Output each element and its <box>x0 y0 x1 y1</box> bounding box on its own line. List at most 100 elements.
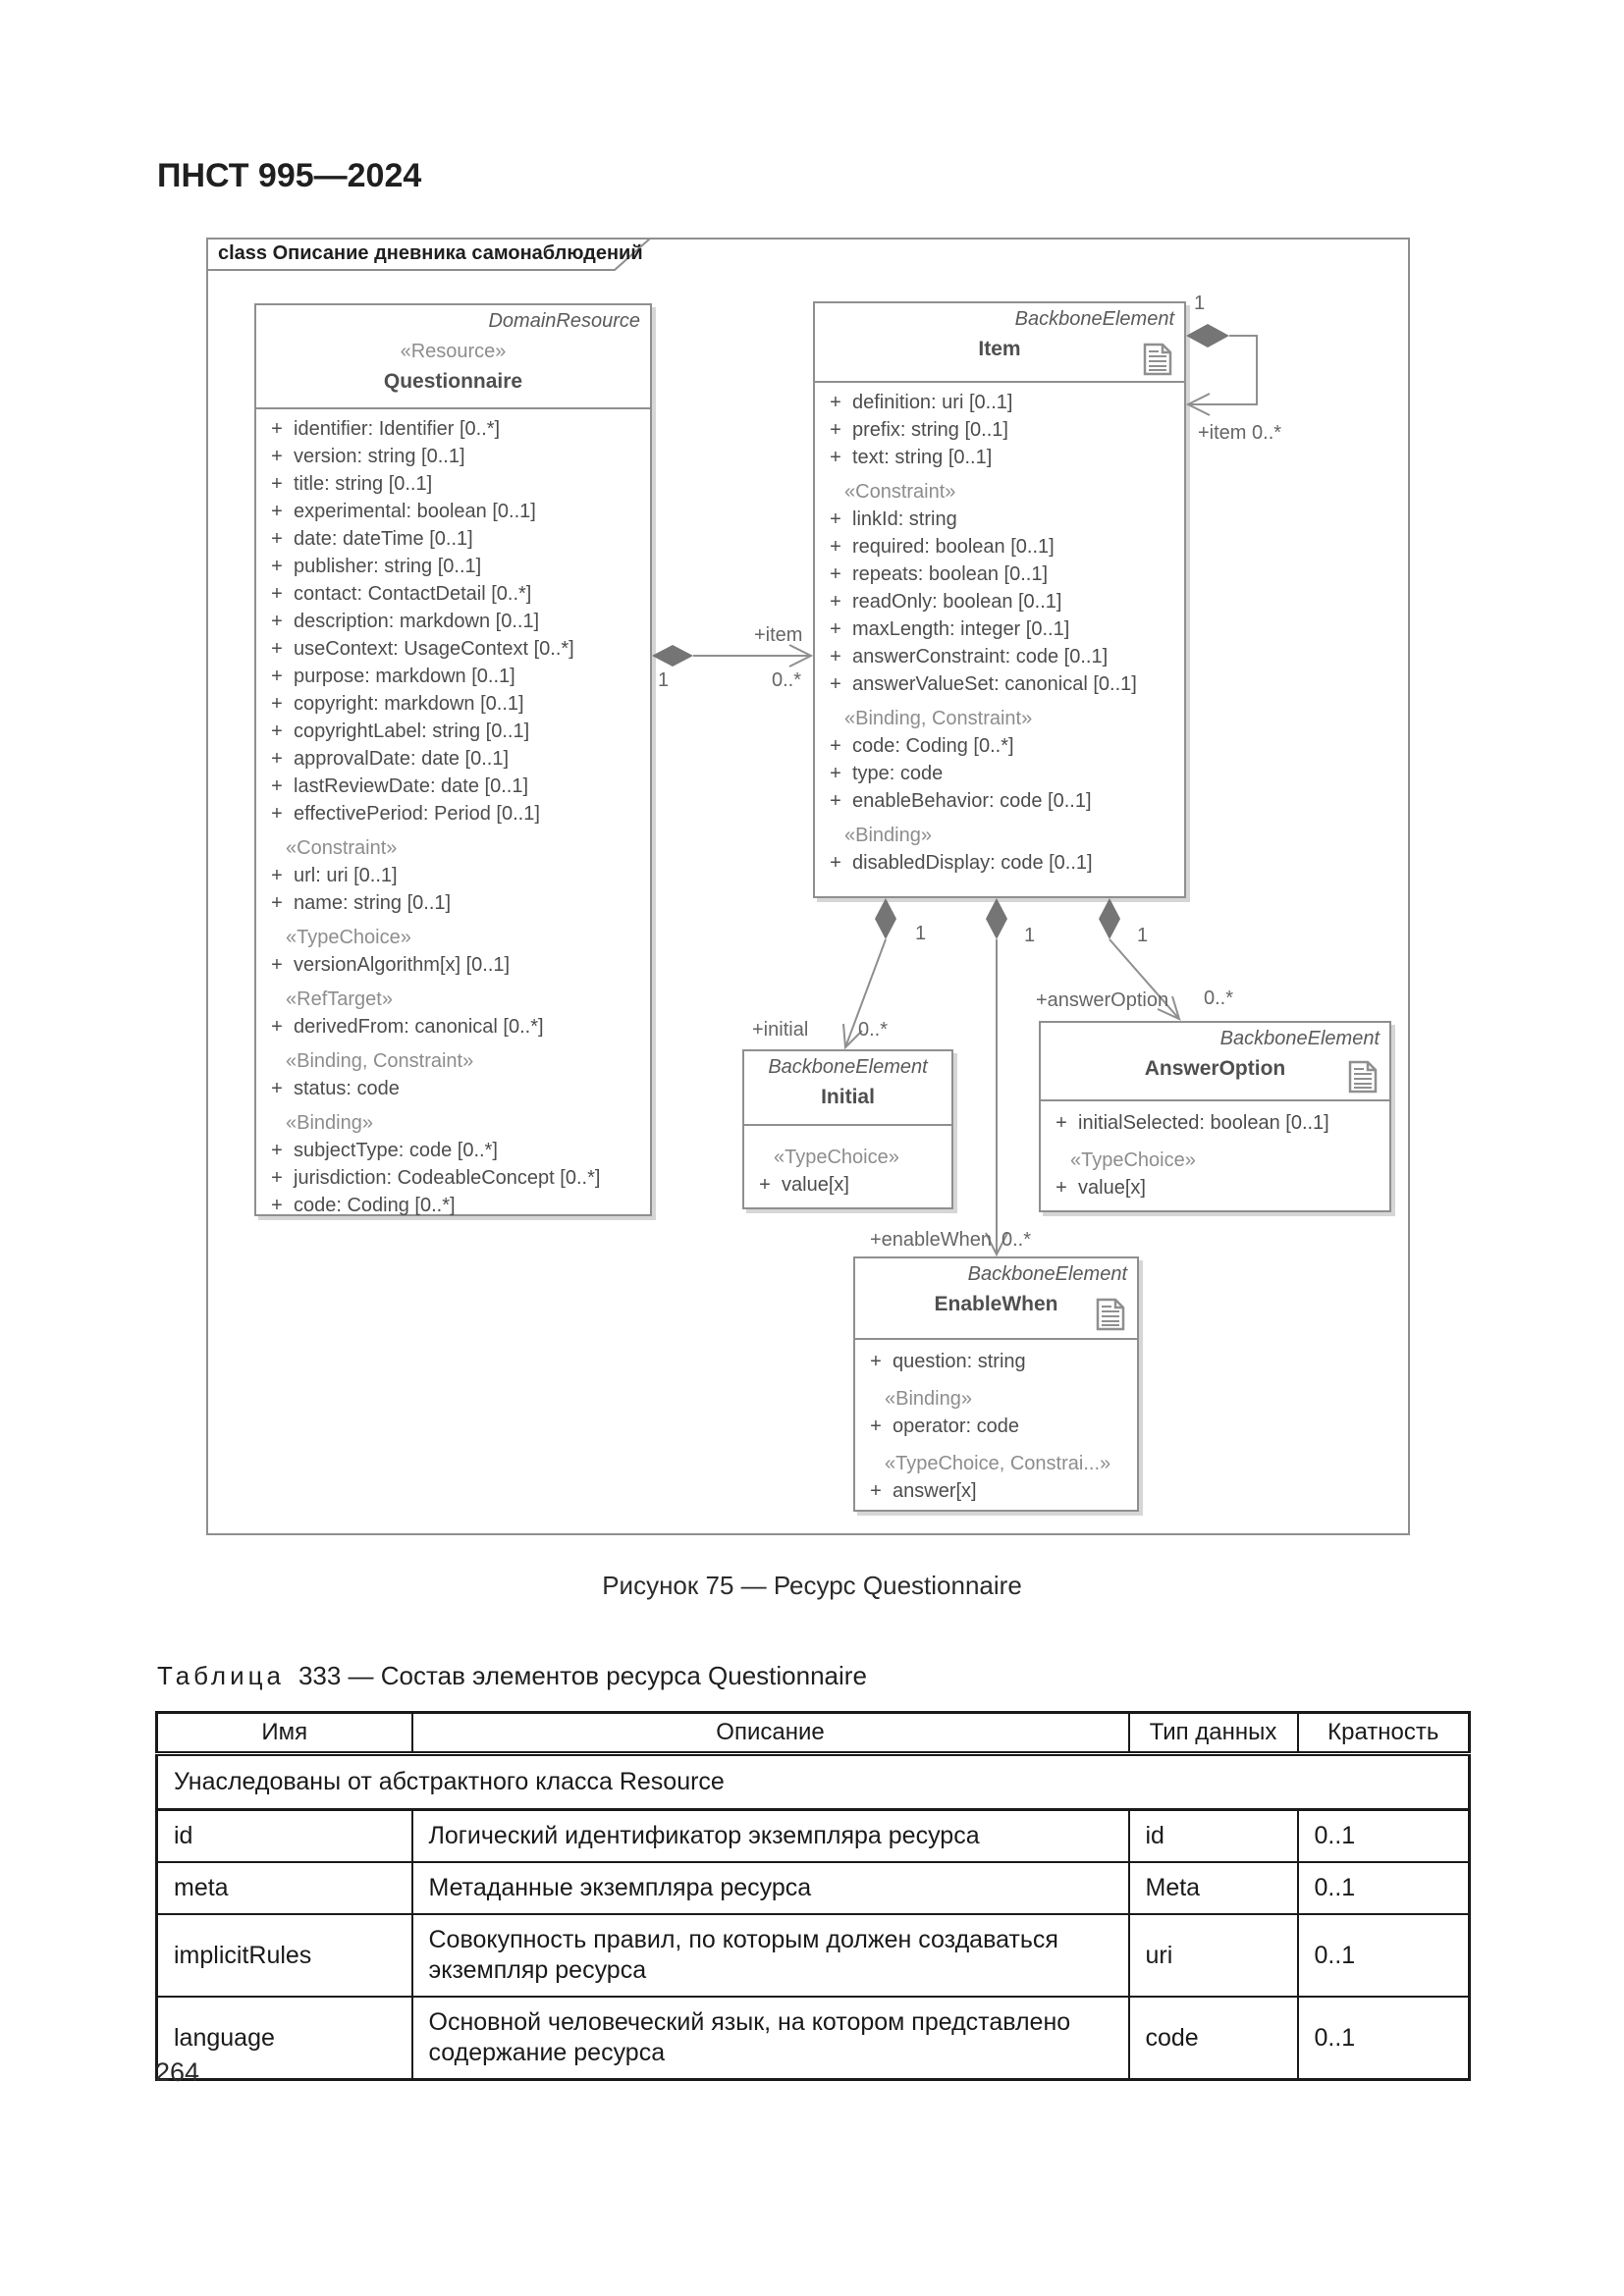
uml-attribute: +derivedFrom: canonical [0..*] <box>256 1013 650 1041</box>
assoc-card-answeroption-target: 0..* <box>1204 988 1234 1009</box>
table-row: implicitRules Совокупность правил, по ко… <box>155 1913 1471 1998</box>
class-header: BackboneElement Initial <box>744 1051 951 1126</box>
uml-attribute: +copyright: markdown [0..1] <box>256 690 650 718</box>
attribute-text: value[x] <box>1078 1177 1146 1199</box>
visibility-public: + <box>759 1174 771 1196</box>
stereotype-label: «RefTarget» <box>286 988 393 1010</box>
visibility-public: + <box>870 1415 882 1437</box>
composition-diamond <box>986 898 1007 939</box>
class-initial: BackboneElement Initial «TypeChoice» +va… <box>742 1049 953 1209</box>
cell-name: meta <box>155 1861 413 1915</box>
attribute-text: versionAlgorithm[x] [0..1] <box>294 954 511 976</box>
stereotype-label: «TypeChoice» <box>774 1147 899 1168</box>
visibility-public: + <box>271 611 283 632</box>
uml-attribute: +version: string [0..1] <box>256 443 650 470</box>
cell-cardinality: 0..1 <box>1296 1996 1471 2081</box>
stereotype-label: «TypeChoice, Constrai...» <box>885 1453 1111 1474</box>
stereotype-label: «Constraint» <box>844 481 956 503</box>
visibility-public: + <box>1056 1177 1067 1199</box>
cell-name: language <box>155 1996 413 2081</box>
cell-cardinality: 0..1 <box>1296 1861 1471 1915</box>
attributes: +initialSelected: boolean [0..1] «TypeCh… <box>1041 1101 1389 1201</box>
visibility-public: + <box>870 1351 882 1372</box>
attribute-text: question: string <box>893 1351 1026 1372</box>
cell-type: code <box>1127 1996 1299 2081</box>
attribute-text: contact: ContactDetail [0..*] <box>294 583 532 605</box>
table-label-rest: 333 — Состав элементов ресурса Questionn… <box>298 1661 867 1690</box>
standard-code: ПНСТ 995—2024 <box>157 157 422 194</box>
assoc-card-item-target: 0..* <box>772 669 802 691</box>
visibility-public: + <box>271 1195 283 1216</box>
open-arrow-icon <box>1185 393 1211 416</box>
table-group-row: Унаследованы от абстрактного класса Reso… <box>155 1752 1471 1811</box>
visibility-public: + <box>1056 1112 1067 1134</box>
uml-attribute: +title: string [0..1] <box>256 470 650 498</box>
class-header: DomainResource «Resource» Questionnaire <box>256 305 650 409</box>
attribute-text: answer[x] <box>893 1480 977 1502</box>
attribute-text: jurisdiction: CodeableConcept [0..*] <box>294 1167 601 1189</box>
stereotype-label: «Binding, Constraint» <box>844 708 1033 729</box>
composition-diamond <box>1186 324 1229 347</box>
visibility-public: + <box>830 392 841 413</box>
attribute-text: maxLength: integer [0..1] <box>852 618 1070 640</box>
visibility-public: + <box>271 865 283 886</box>
visibility-public: + <box>830 536 841 558</box>
visibility-public: + <box>830 790 841 812</box>
visibility-public: + <box>271 528 283 550</box>
figure-caption: Рисунок 75 — Ресурс Questionnaire <box>602 1571 1022 1600</box>
attribute-text: enableBehavior: code [0..1] <box>852 790 1092 812</box>
assoc-card-answeroption-source: 1 <box>1137 925 1149 946</box>
attribute-text: text: string [0..1] <box>852 447 993 468</box>
attribute-text: required: boolean [0..1] <box>852 536 1055 558</box>
stereotype-label: «Binding, Constraint» <box>286 1050 474 1072</box>
uml-attribute: +publisher: string [0..1] <box>256 553 650 580</box>
visibility-public: + <box>271 556 283 577</box>
class-name: Questionnaire <box>383 370 523 393</box>
uml-attribute: + question: string <box>855 1348 1137 1375</box>
class-item: BackboneElement Item +definition: uri [0… <box>813 301 1186 898</box>
assoc-card-itemself-source: 1 <box>1194 293 1206 314</box>
visibility-public: + <box>830 563 841 585</box>
visibility-public: + <box>830 735 841 757</box>
visibility-public: + <box>830 508 841 530</box>
visibility-public: + <box>271 1016 283 1038</box>
attribute-text: readOnly: boolean [0..1] <box>852 591 1062 613</box>
visibility-public: + <box>271 666 283 687</box>
visibility-public: + <box>271 803 283 825</box>
assoc-role-initial: +initial <box>752 1019 809 1041</box>
cell-name: implicitRules <box>155 1913 413 1998</box>
uml-attribute: +lastReviewDate: date [0..1] <box>256 773 650 800</box>
class-header: BackboneElement Item <box>815 303 1184 383</box>
stereotype-label: «Binding» <box>844 825 932 846</box>
visibility-public: + <box>830 852 841 874</box>
table-label-word: Таблица <box>157 1661 285 1690</box>
attribute-text: identifier: Identifier [0..*] <box>294 418 501 440</box>
col-header-type: Тип данных <box>1127 1711 1299 1756</box>
visibility-public: + <box>830 419 841 441</box>
assoc-card-enablewhen-target: 0..* <box>1001 1229 1032 1251</box>
attribute-text: name: string [0..1] <box>294 892 452 914</box>
attribute-text: approvalDate: date [0..1] <box>294 748 510 770</box>
visibility-public: + <box>830 618 841 640</box>
composition-diamond <box>875 898 896 939</box>
visibility-public: + <box>271 446 283 467</box>
visibility-public: + <box>271 954 283 976</box>
attribute-text: code: Coding [0..*] <box>852 735 1014 757</box>
attribute-text: repeats: boolean [0..1] <box>852 563 1049 585</box>
table-row: meta Метаданные экземпляра ресурса Meta … <box>155 1861 1471 1915</box>
stereotype-label: «TypeChoice» <box>286 927 411 948</box>
uml-diagram-frame: class Описание дневника самонаблюдений <box>206 238 1410 1535</box>
table-header-row: Имя Описание Тип данных Кратность <box>155 1711 1471 1756</box>
attribute-text: subjectType: code [0..*] <box>294 1140 498 1161</box>
uml-attribute: +useContext: UsageContext [0..*] <box>256 635 650 663</box>
attributes: +question: string «Binding» +operator: c… <box>855 1340 1137 1505</box>
uml-attribute: +url: uri [0..1] <box>256 862 650 889</box>
attribute-text: date: dateTime [0..1] <box>294 528 473 550</box>
parent-class-name: BackboneElement <box>1219 1028 1380 1049</box>
uml-attribute: + required: boolean [0..1] <box>815 533 1184 561</box>
uml-attribute: +experimental: boolean [0..1] <box>256 498 650 525</box>
cell-name: id <box>155 1808 413 1863</box>
attributes: «TypeChoice» +value[x] <box>744 1126 951 1199</box>
class-name: Initial <box>821 1086 875 1108</box>
